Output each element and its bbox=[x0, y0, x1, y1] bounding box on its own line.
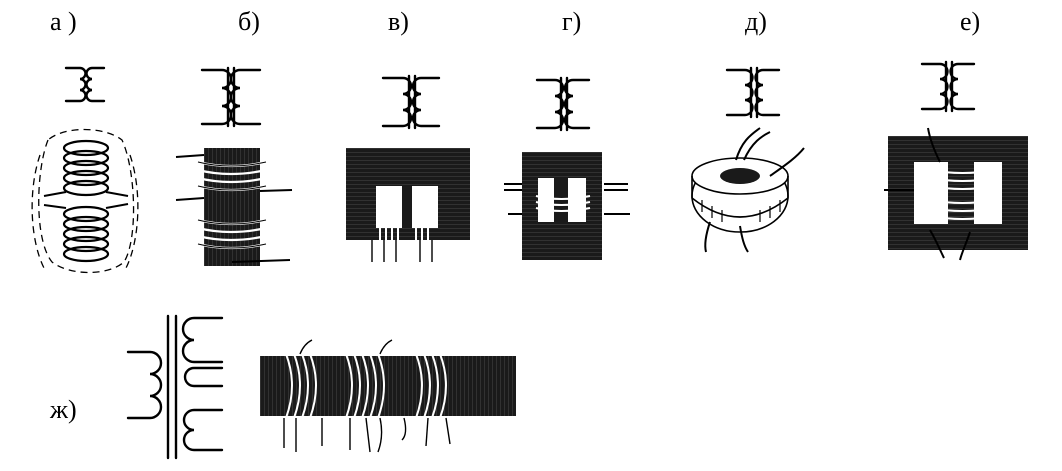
drawing-core-type bbox=[504, 152, 630, 260]
symbol-iron-core-g bbox=[535, 76, 591, 132]
label-a: а ) bbox=[50, 7, 77, 36]
drawing-rod-core bbox=[175, 148, 293, 266]
label-g: г) bbox=[562, 7, 581, 36]
symbol-multi-winding bbox=[126, 314, 224, 460]
label-b: б) bbox=[238, 7, 260, 36]
symbol-iron-core-v bbox=[381, 74, 441, 130]
drawing-shell-core-large bbox=[884, 127, 1028, 261]
drawing-multi-winding-core bbox=[260, 339, 516, 453]
drawing-air-core bbox=[31, 128, 139, 274]
label-v: в) bbox=[388, 7, 409, 36]
symbol-iron-core-d bbox=[725, 66, 781, 119]
symbol-iron-core-e bbox=[920, 60, 976, 113]
symbol-air-core bbox=[64, 66, 106, 103]
drawing-toroid-core bbox=[691, 127, 805, 253]
drawing-shell-core bbox=[346, 148, 470, 262]
symbol-iron-core-b bbox=[200, 66, 262, 128]
label-e: е) bbox=[960, 7, 980, 36]
label-zh: ж) bbox=[49, 395, 77, 424]
label-d: д) bbox=[745, 7, 767, 36]
